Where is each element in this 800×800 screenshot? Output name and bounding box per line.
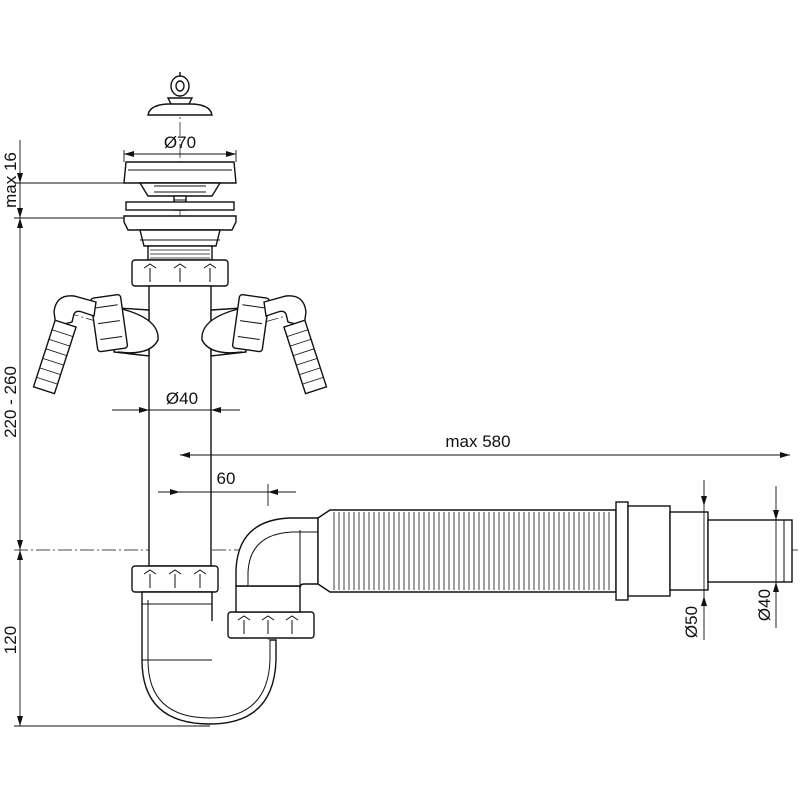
sink-plug [123,161,237,211]
trap-height-label: 120 [1,626,20,654]
offset-label: 60 [217,469,236,488]
outlet-adapter [615,501,793,601]
height-range-label: 220 - 260 [1,366,20,438]
outlet-diameter-small-label: Ø40 [755,589,774,621]
plug-chain-ring [147,72,213,116]
right-hose-inlet [201,293,328,395]
trap-outlet-elbow [227,517,319,639]
upper-coupling-nut [131,259,229,287]
dimension-lines [14,140,790,727]
outlet-diameter-large-label: Ø50 [682,606,701,638]
tube-diameter-label: Ø40 [166,389,198,408]
hose-ribs [333,512,610,590]
vertical-tube [148,285,212,567]
dimension-labels: Ø70 max 16 220 - 260 120 Ø40 max 580 60 … [1,133,774,654]
max-length-label: max 580 [445,432,510,451]
dimension-arrows [17,151,790,726]
corrugated-hose [317,509,617,593]
u-bend-trap [131,565,277,725]
plug-diameter-label: Ø70 [164,133,196,152]
left-hose-inlet [32,293,159,395]
max-depth-label: max 16 [1,152,20,208]
drain-flange [123,201,237,261]
